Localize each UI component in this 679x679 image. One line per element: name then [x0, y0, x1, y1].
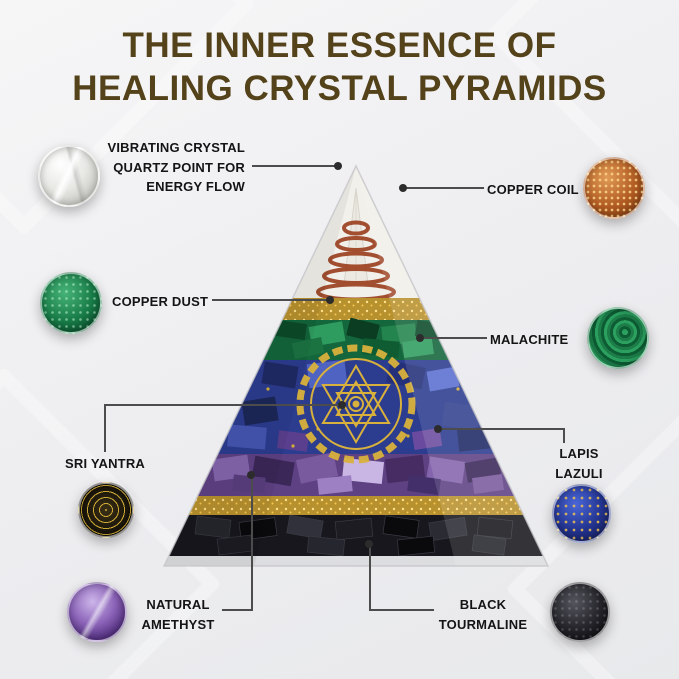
connector-line-lapis [563, 428, 565, 443]
amethyst-chunks [211, 452, 504, 496]
connector-dot-copper-dust [326, 296, 334, 304]
connector-line-amethyst [251, 477, 253, 611]
connector-line-tourmaline [369, 609, 434, 611]
malachite-thumbnail [587, 307, 649, 369]
connector-line-copper-coil [406, 187, 484, 189]
connector-line-quartz [252, 165, 338, 167]
copper-coil-label: COPPER COIL [487, 182, 579, 197]
page-title: THE INNER ESSENCE OF HEALING CRYSTAL PYR… [0, 24, 679, 111]
connector-dot-copper-coil [399, 184, 407, 192]
pyramid-image [158, 164, 554, 570]
tourmaline-chunks [194, 514, 514, 557]
connector-line-copper-dust [212, 299, 330, 301]
gold-band [164, 496, 548, 515]
title-line-1: THE INNER ESSENCE OF [122, 26, 557, 65]
lapis-lazuli-label: LAPIS LAZULI [555, 446, 603, 481]
connector-dot-sri-yantra [338, 401, 346, 409]
connector-dot-lapis [434, 425, 442, 433]
connector-line-sri-yantra [104, 404, 106, 452]
tourmaline-label: BLACK TOURMALINE [438, 597, 528, 632]
connector-line-amethyst [222, 609, 253, 611]
title-line-2: HEALING CRYSTAL PYRAMIDS [72, 69, 607, 109]
sri-yantra-thumbnail [78, 482, 134, 538]
copper-dust-thumbnail [40, 272, 102, 334]
pyramid-svg [162, 164, 550, 567]
malachite-chunks [275, 317, 444, 359]
quartz-point-label: VIBRATING CRYSTAL QUARTZ POINT FOR ENERG… [107, 140, 245, 194]
lapis-lazuli-thumbnail [552, 484, 611, 543]
copper-dust-label: COPPER DUST [112, 294, 209, 309]
connector-line-lapis [440, 428, 565, 430]
sri-yantra-label: SRI YANTRA [64, 456, 146, 471]
sri-yantra-symbol [296, 344, 416, 464]
tourmaline-thumbnail [550, 582, 610, 642]
connector-dot-tourmaline [365, 540, 373, 548]
malachite-label: MALACHITE [490, 332, 569, 347]
connector-line-tourmaline [369, 546, 371, 611]
connector-line-sri-yantra [104, 404, 342, 406]
amethyst-label: NATURAL AMETHYST [141, 597, 215, 632]
quartz-point-thumbnail [38, 145, 100, 207]
copper-coil-thumbnail [583, 157, 645, 219]
connector-line-malachite [424, 337, 487, 339]
connector-dot-quartz [334, 162, 342, 170]
connector-dot-amethyst [247, 471, 255, 479]
resin-base [164, 556, 548, 566]
connector-dot-malachite [416, 334, 424, 342]
amethyst-thumbnail [67, 582, 127, 642]
